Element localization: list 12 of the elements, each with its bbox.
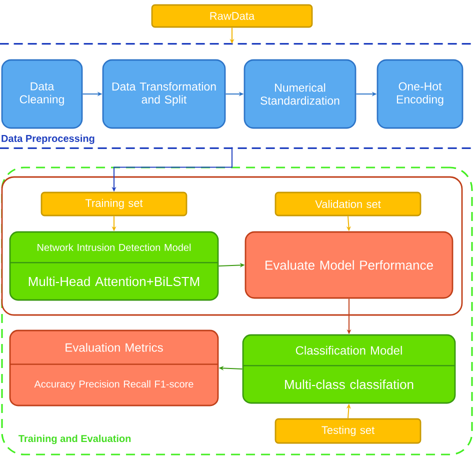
process-box: Data Transformation and Split xyxy=(102,59,226,129)
split-model-box: Classification Model Multi-class classifation xyxy=(242,334,456,404)
process-box: Numerical Standardization xyxy=(244,59,356,129)
process-box: Data Cleaning xyxy=(1,59,83,129)
split-model-box: Network Intrusion Detection Model Multi-Head Attention+BiLSTM xyxy=(9,231,219,301)
data-box: Testing set xyxy=(274,418,422,444)
process-box: One-Hot Encoding xyxy=(376,59,464,129)
evaluation-box: Evaluate Model Performance xyxy=(244,231,454,299)
data-box: Validation set xyxy=(274,192,422,216)
data-box: Training set xyxy=(40,192,188,216)
split-evaluation-box: Evaluation Metrics Accuracy Precision Recall F1-score xyxy=(9,330,219,406)
data-box: RawData xyxy=(151,4,313,28)
